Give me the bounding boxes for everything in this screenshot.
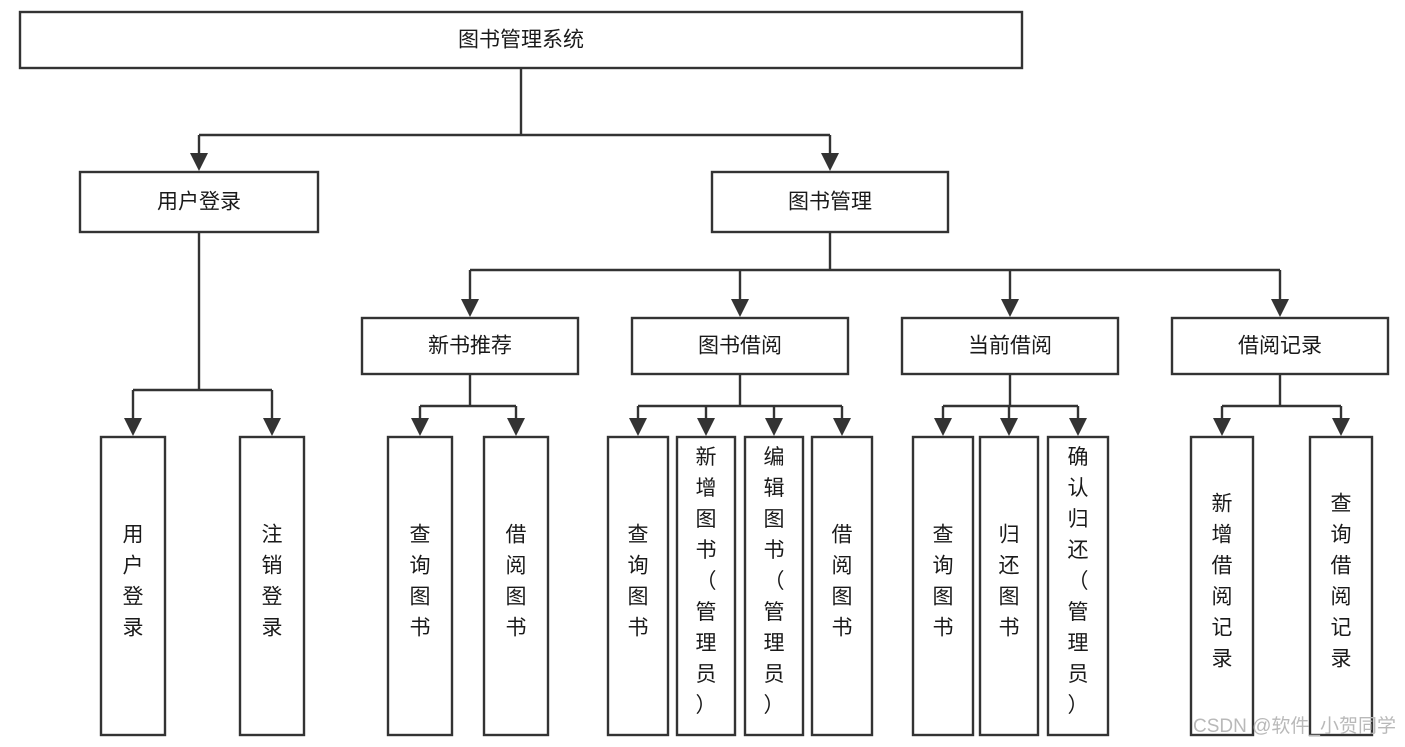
arrow-head-icon xyxy=(1332,418,1350,436)
node-box-book-manage xyxy=(710,170,950,234)
node-user-login[interactable]: 用户登录 xyxy=(78,170,320,234)
node-label-leaf-add-record: 新增借阅记录 xyxy=(1212,493,1233,671)
arrow-head-icon xyxy=(461,299,479,317)
node-box-leaf-query-record xyxy=(1308,435,1374,737)
arrow-head-icon xyxy=(190,153,208,171)
node-book-manage[interactable]: 图书管理 xyxy=(710,170,950,234)
node-leaf-query-book-1[interactable]: 查询图书 xyxy=(386,435,454,737)
arrow-head-icon xyxy=(629,418,647,436)
node-box-leaf-borrow-book-1 xyxy=(482,435,550,737)
node-box-current-borrow xyxy=(900,316,1120,376)
arrow-head-icon xyxy=(821,153,839,171)
node-label-user-login: 用户登录 xyxy=(157,191,241,214)
node-leaf-query-record[interactable]: 查询借阅记录 xyxy=(1308,435,1374,737)
node-label-leaf-query-record: 查询借阅记录 xyxy=(1331,493,1352,671)
node-box-leaf-user-login xyxy=(99,435,167,737)
node-box-user-login xyxy=(78,170,320,234)
node-label-leaf-edit-book: 编辑图书（管理员） xyxy=(764,446,785,717)
node-label-book-manage: 图书管理 xyxy=(788,191,872,214)
node-leaf-return-book[interactable]: 归还图书 xyxy=(978,435,1040,737)
node-label-leaf-borrow-book-2: 借阅图书 xyxy=(832,524,853,640)
node-label-leaf-query-book-1: 查询图书 xyxy=(410,524,431,640)
node-label-leaf-query-book-2: 查询图书 xyxy=(628,524,649,640)
arrow-head-icon xyxy=(765,418,783,436)
node-box-leaf-return-book xyxy=(978,435,1040,737)
node-label-root: 图书管理系统 xyxy=(458,29,584,52)
node-box-leaf-logout xyxy=(238,435,306,737)
node-box-new-book-recommend xyxy=(360,316,580,376)
node-label-leaf-confirm-return: 确认归还（管理员） xyxy=(1068,446,1089,717)
arrow-head-icon xyxy=(731,299,749,317)
node-new-book-recommend[interactable]: 新书推荐 xyxy=(360,316,580,376)
arrow-head-icon xyxy=(697,418,715,436)
node-box-leaf-query-book-2 xyxy=(606,435,670,737)
arrow-head-icon xyxy=(934,418,952,436)
node-leaf-user-login[interactable]: 用户登录 xyxy=(99,435,167,737)
arrow-head-icon xyxy=(411,418,429,436)
node-box-book-borrow xyxy=(630,316,850,376)
node-label-book-borrow: 图书借阅 xyxy=(698,335,782,358)
node-box-borrow-record xyxy=(1170,316,1390,376)
node-label-leaf-user-login: 用户登录 xyxy=(123,524,144,640)
arrow-head-icon xyxy=(1271,299,1289,317)
node-leaf-borrow-book-2[interactable]: 借阅图书 xyxy=(810,435,874,737)
arrow-head-icon xyxy=(124,418,142,436)
node-label-new-book-recommend: 新书推荐 xyxy=(428,335,512,358)
arrow-head-icon xyxy=(507,418,525,436)
node-box-leaf-query-book-1 xyxy=(386,435,454,737)
node-leaf-logout[interactable]: 注销登录 xyxy=(238,435,306,737)
node-leaf-add-book[interactable]: 新增图书（管理员） xyxy=(675,435,737,737)
connectors-layer xyxy=(124,68,1350,436)
arrow-head-icon xyxy=(1069,418,1087,436)
node-box-leaf-confirm-return xyxy=(1046,435,1110,737)
arrow-head-icon xyxy=(1213,418,1231,436)
node-label-leaf-return-book: 归还图书 xyxy=(999,524,1020,640)
nodes-layer: 图书管理系统用户登录图书管理新书推荐图书借阅当前借阅借阅记录用户登录注销登录查询… xyxy=(18,10,1390,737)
node-leaf-borrow-book-1[interactable]: 借阅图书 xyxy=(482,435,550,737)
node-box-leaf-add-book xyxy=(675,435,737,737)
node-leaf-confirm-return[interactable]: 确认归还（管理员） xyxy=(1046,435,1110,737)
node-label-leaf-query-book-3: 查询图书 xyxy=(933,524,954,640)
node-leaf-edit-book[interactable]: 编辑图书（管理员） xyxy=(743,435,805,737)
watermark-text: CSDN @软件_小贺同学 xyxy=(1193,715,1396,737)
node-root[interactable]: 图书管理系统 xyxy=(18,10,1024,70)
arrow-head-icon xyxy=(263,418,281,436)
node-box-leaf-add-record xyxy=(1189,435,1255,737)
node-box-leaf-query-book-3 xyxy=(911,435,975,737)
node-leaf-query-book-3[interactable]: 查询图书 xyxy=(911,435,975,737)
node-leaf-add-record[interactable]: 新增借阅记录 xyxy=(1189,435,1255,737)
node-label-borrow-record: 借阅记录 xyxy=(1238,335,1322,358)
node-label-leaf-add-book: 新增图书（管理员） xyxy=(696,446,717,717)
node-box-leaf-edit-book xyxy=(743,435,805,737)
node-label-leaf-borrow-book-1: 借阅图书 xyxy=(506,524,527,640)
arrow-head-icon xyxy=(1001,299,1019,317)
node-label-current-borrow: 当前借阅 xyxy=(968,335,1052,358)
arrow-head-icon xyxy=(1000,418,1018,436)
node-leaf-query-book-2[interactable]: 查询图书 xyxy=(606,435,670,737)
node-current-borrow[interactable]: 当前借阅 xyxy=(900,316,1120,376)
node-box-leaf-borrow-book-2 xyxy=(810,435,874,737)
node-book-borrow[interactable]: 图书借阅 xyxy=(630,316,850,376)
arrow-head-icon xyxy=(833,418,851,436)
node-box-root xyxy=(18,10,1024,70)
node-borrow-record[interactable]: 借阅记录 xyxy=(1170,316,1390,376)
node-label-leaf-logout: 注销登录 xyxy=(262,524,283,640)
